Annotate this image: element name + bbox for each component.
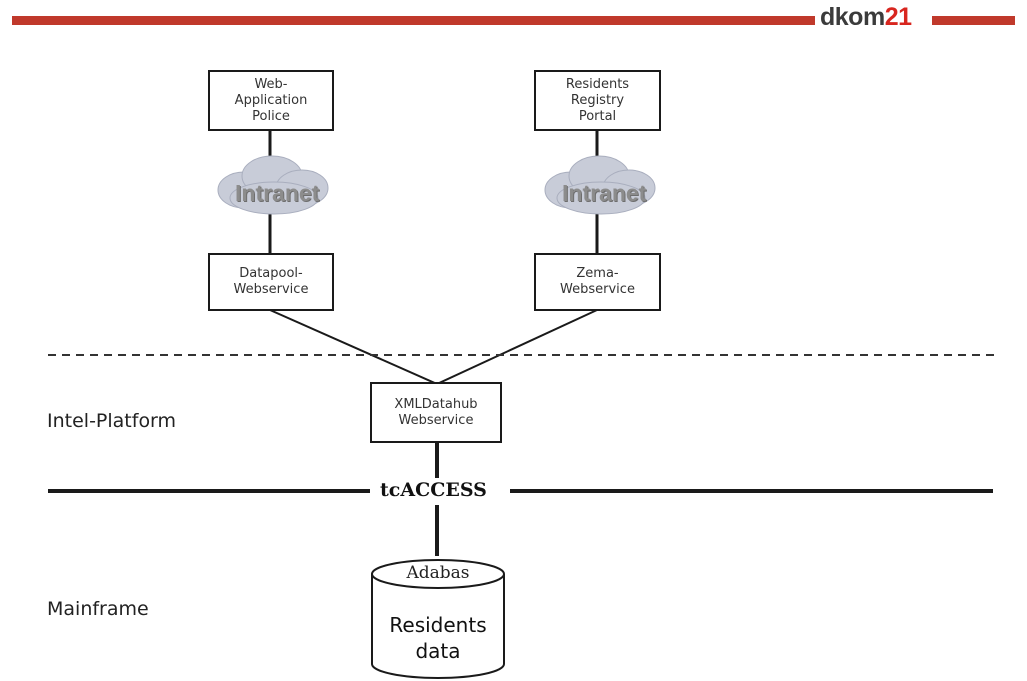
cloud-icon <box>217 155 329 215</box>
header-bar-right <box>932 16 1015 25</box>
node-residents-registry-portal: Residents Registry Portal <box>534 70 661 131</box>
node-webapp-police: Web- Application Police <box>208 70 334 131</box>
adabas-label: Adabas <box>406 563 470 583</box>
cloud-icon <box>544 155 656 215</box>
link-datapool-xmldatahub <box>269 309 438 385</box>
layer-label-intel-platform: Intel-Platform <box>47 410 177 432</box>
dkom21-logo: dkom21 <box>820 3 912 31</box>
residents-data-label: Residents data <box>389 613 487 663</box>
database-cylinder <box>371 559 505 679</box>
node-zema-webservice: Zema- Webservice <box>534 253 661 311</box>
cloud-label-right: Intranet <box>562 180 647 206</box>
node-xmldatahub-webservice: XMLDatahub Webservice <box>370 382 502 443</box>
tcaccess-label: tcACCESS <box>376 479 491 501</box>
cloud-label-left: Intranet <box>235 180 320 206</box>
layer-label-mainframe: Mainframe <box>47 598 149 620</box>
header-bar-left <box>12 16 815 25</box>
link-zema-xmldatahub <box>436 309 598 385</box>
node-datapool-webservice: Datapool- Webservice <box>208 253 334 311</box>
